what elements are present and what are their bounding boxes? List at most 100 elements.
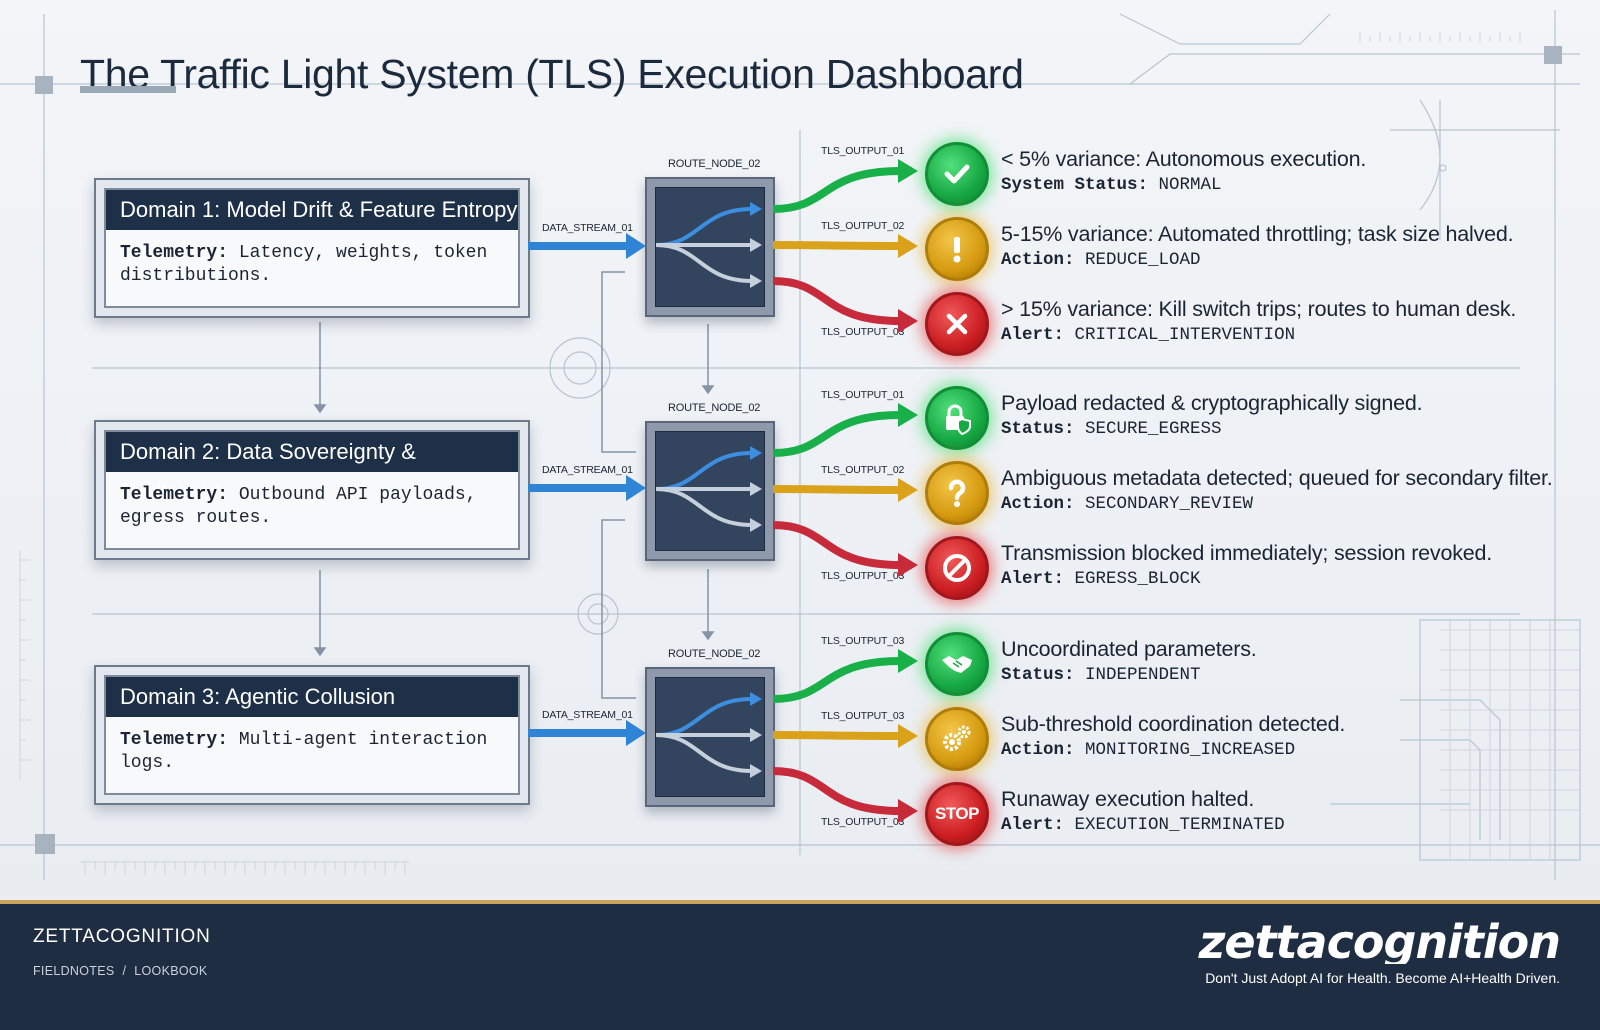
- domain-header: Domain 3: Agentic Collusion: [106, 677, 518, 717]
- signal-red-light: STOP: [925, 782, 989, 846]
- telemetry-label: Telemetry:: [120, 243, 229, 263]
- status-key: Action:: [1001, 494, 1075, 514]
- route-branch-arrowhead: [750, 482, 762, 496]
- breadcrumb-lookbook[interactable]: LOOKBOOK: [134, 964, 208, 978]
- telemetry-text-continued: distributions.: [120, 266, 272, 286]
- status-key: Status:: [1001, 665, 1075, 685]
- tls-output-label: TLS_OUTPUT_03: [821, 816, 905, 828]
- gears-icon: [939, 721, 975, 757]
- logo-wordmark: zettacognition: [1198, 920, 1560, 964]
- route-branch: [655, 451, 753, 491]
- tls-output-path: [772, 657, 901, 703]
- status-description: Ambiguous metadata detected; queued for …: [1001, 466, 1553, 514]
- tls-output-path: [772, 485, 901, 494]
- tls-output-label: TLS_OUTPUT_02: [821, 220, 905, 232]
- flow-arrows: [528, 159, 918, 823]
- stop-sign-icon: STOP: [935, 804, 979, 823]
- status-description: Payload redacted & cryptographically sig…: [1001, 391, 1423, 439]
- status-summary: Runaway execution halted.: [1001, 787, 1255, 811]
- route-branch: [655, 243, 753, 283]
- telemetry-text: Latency, weights, token: [238, 243, 488, 263]
- route-branch-arrowhead: [750, 518, 762, 532]
- status-key: Status:: [1001, 419, 1075, 439]
- status-key: Action:: [1001, 250, 1075, 270]
- route-branch-arrowhead: [750, 728, 762, 742]
- status-description: Uncoordinated parameters. Status: INDEPEN…: [1001, 637, 1257, 685]
- question-icon: [940, 476, 974, 510]
- status-summary: > 15% variance: Kill switch trips; route…: [1001, 297, 1517, 321]
- tls-output-path: [772, 521, 901, 569]
- status-code-line: Action: SECONDARY_REVIEW: [1001, 494, 1553, 514]
- status-value: EGRESS_BLOCK: [1074, 569, 1201, 589]
- lock-shield-icon: [940, 401, 974, 435]
- footer: ZETTACOGNITION FIELDNOTES/LOOKBOOK zetta…: [0, 900, 1600, 1030]
- status-value: NORMAL: [1158, 175, 1222, 195]
- status-value: REDUCE_LOAD: [1085, 250, 1201, 270]
- page-title: The Traffic Light System (TLS) Execution…: [80, 51, 1024, 98]
- exclamation-icon: [940, 232, 974, 266]
- signal-red-light: [925, 536, 989, 600]
- handshake-icon: [939, 646, 975, 682]
- route-branch: [655, 697, 753, 737]
- status-code-line: Action: REDUCE_LOAD: [1001, 250, 1513, 270]
- status-description: Sub-threshold coordination detected.Acti…: [1001, 712, 1345, 760]
- signal-red-light: [925, 292, 989, 356]
- breadcrumb-fieldnotes[interactable]: FIELDNOTES: [33, 964, 115, 978]
- status-description: < 5% variance: Autonomous execution.Syst…: [1001, 147, 1366, 195]
- status-summary: Uncoordinated parameters.: [1001, 637, 1257, 661]
- tls-output-arrowhead: [898, 159, 918, 183]
- tls-output-label: TLS_OUTPUT_03: [821, 570, 905, 582]
- route-branch: [655, 207, 753, 247]
- route-branch-arrowhead: [750, 692, 762, 706]
- status-code-line: Action: MONITORING_INCREASED: [1001, 740, 1345, 760]
- status-code-line: Alert: EXECUTION_TERMINATED: [1001, 815, 1285, 835]
- status-key: Alert:: [1001, 815, 1065, 835]
- status-code-line: System Status: NORMAL: [1001, 175, 1366, 195]
- telemetry-text-continued: logs.: [120, 753, 175, 773]
- domain-telemetry: Telemetry: Latency, weights, token distri…: [106, 230, 518, 300]
- telemetry-text: Outbound API payloads,: [238, 485, 477, 505]
- route-node-label: ROUTE_NODE_02: [668, 402, 761, 414]
- title-underline: [80, 86, 176, 93]
- data-stream-label: DATA_STREAM_01: [542, 464, 633, 476]
- tls-output-arrowhead: [898, 234, 918, 258]
- breadcrumb: FIELDNOTES / LOOKBOOK: [33, 964, 208, 978]
- status-code-line: Status: INDEPENDENT: [1001, 665, 1257, 685]
- status-summary: Transmission blocked immediately; sessio…: [1001, 541, 1493, 565]
- domain-card-inner: Domain 2: Data Sovereignty & Exfiltratio…: [104, 430, 520, 550]
- tls-output-arrowhead: [898, 799, 918, 823]
- tls-output-arrowhead: [898, 403, 918, 427]
- status-code-line: Alert: EGRESS_BLOCK: [1001, 569, 1492, 589]
- status-code-line: Alert: CRITICAL_INTERVENTION: [1001, 325, 1516, 345]
- tls-output-label: TLS_OUTPUT_02: [821, 464, 905, 476]
- status-description: > 15% variance: Kill switch trips; route…: [1001, 297, 1516, 345]
- status-description: Runaway execution halted. Alert: EXECUTIO…: [1001, 787, 1285, 835]
- domain-header: Domain 2: Data Sovereignty & Exfiltratio…: [106, 432, 518, 504]
- data-stream-arrowhead: [626, 475, 646, 501]
- domain-card[interactable]: Domain 2: Data Sovereignty & Exfiltratio…: [94, 420, 530, 560]
- x-icon: [940, 307, 974, 341]
- route-branch-arrowhead: [750, 446, 762, 460]
- status-value: SECONDARY_REVIEW: [1085, 494, 1254, 514]
- tls-output-label: TLS_OUTPUT_03: [821, 326, 905, 338]
- telemetry-text: Multi-agent interaction: [238, 730, 488, 750]
- footer-tagline: Don't Just Adopt AI for Health. Become A…: [1205, 970, 1560, 986]
- signal-amber-light: [925, 707, 989, 771]
- tls-output-arrowhead: [898, 724, 918, 748]
- tls-output-label: TLS_OUTPUT_03: [821, 635, 905, 647]
- status-value: SECURE_EGRESS: [1085, 419, 1222, 439]
- breadcrumb-separator: /: [122, 964, 127, 978]
- tls-output-arrowhead: [898, 649, 918, 673]
- status-key: Alert:: [1001, 569, 1065, 589]
- status-summary: 5-15% variance: Automated throttling; ta…: [1001, 222, 1514, 246]
- tls-output-label: TLS_OUTPUT_01: [821, 389, 905, 401]
- status-value: CRITICAL_INTERVENTION: [1074, 325, 1296, 345]
- tls-output-arrowhead: [898, 309, 918, 333]
- data-stream-arrowhead: [626, 720, 646, 746]
- route-branch-arrowhead: [750, 238, 762, 252]
- route-branch: [655, 733, 753, 773]
